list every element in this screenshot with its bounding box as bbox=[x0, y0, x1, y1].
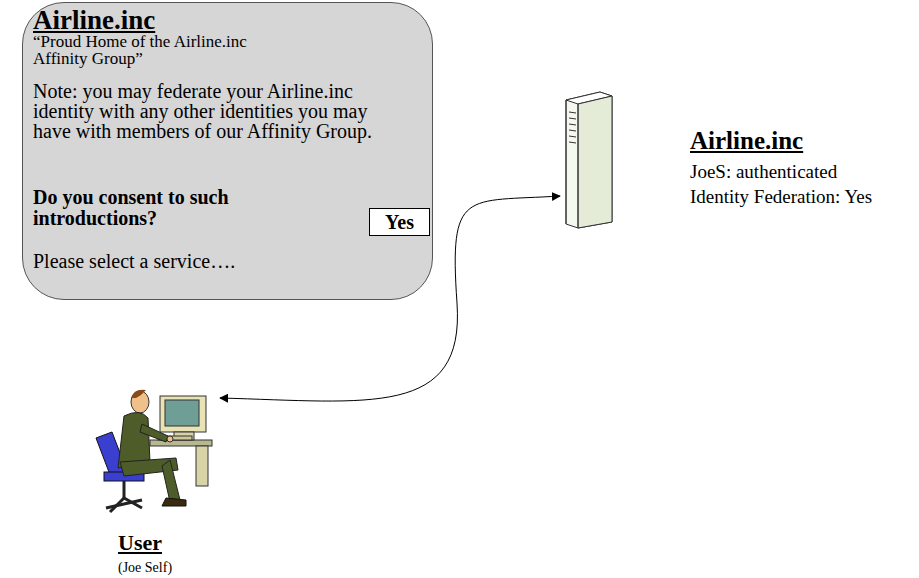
status-line: Identity Federation: Yes bbox=[690, 184, 919, 209]
consent-question: Do you consent to such introductions? bbox=[33, 187, 268, 229]
yes-button: Yes bbox=[369, 208, 430, 236]
server-heading: Airline.inc bbox=[690, 128, 919, 153]
server-node: Airline.incJoeS: authenticatedIdentity F… bbox=[562, 90, 616, 230]
screen-panel: Airline.inc“Proud Home of the Airline.in… bbox=[22, 2, 433, 300]
user-name: (Joe Self) bbox=[118, 561, 218, 575]
user-node: User(Joe Self) bbox=[94, 388, 218, 518]
service-prompt: Please select a service…. bbox=[33, 251, 363, 271]
user-heading: User bbox=[118, 532, 218, 554]
status-line: JoeS: authenticated bbox=[690, 159, 919, 184]
server-icon bbox=[566, 92, 612, 228]
user-illustration bbox=[96, 390, 212, 512]
site-tagline: “Proud Home of the Airline.inc Affinity … bbox=[33, 33, 263, 67]
federation-note: Note: you may federate your Airline.inc … bbox=[33, 81, 378, 141]
connector-arrow bbox=[220, 196, 560, 401]
site-heading: Airline.inc bbox=[33, 7, 333, 34]
button-label: Yes bbox=[370, 212, 429, 232]
